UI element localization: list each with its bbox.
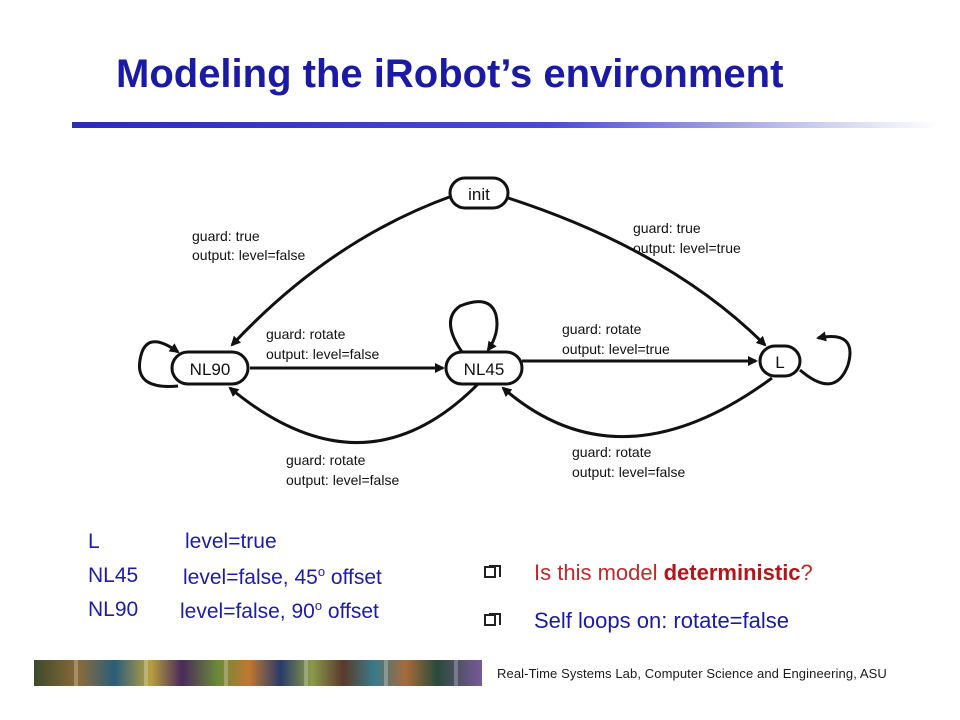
slide-title: Modeling the iRobot’s environment [116,52,784,96]
label-l-nl45-guard: guard: rotate [572,444,652,460]
self-loop-nl45 [449,300,499,353]
legend-value-nl90: level=false, 90o offset [180,598,379,623]
label-init-l-guard: guard: true [633,220,701,236]
legend-value-l: level=true [185,530,277,553]
bullet-deterministic-text: Is this model deterministic? [534,560,813,585]
checkbox-bullet-icon [484,613,501,626]
node-nl45: NL45 [444,350,524,386]
title-underline [72,122,938,128]
node-l-label: L [775,353,784,372]
legend-value-nl45: level=false, 45o offset [183,564,382,589]
node-nl90-label: NL90 [190,360,231,379]
checkbox-bullet-icon [484,565,501,578]
label-init-nl90-output: output: level=false [192,247,305,263]
self-loop-l [799,331,852,386]
node-nl90: NL90 [170,350,250,386]
self-loop-nl90 [137,340,180,388]
legend-key-l: L [88,530,100,553]
label-nl45-nl90-top-output: output: level=false [266,346,379,362]
label-nl45-nl90-bottom-guard: guard: rotate [286,452,366,468]
label-init-nl90-guard: guard: true [192,228,260,244]
edge-init-to-l [504,195,767,347]
legend-key-nl90: NL90 [88,598,139,621]
node-init-label: init [468,185,490,204]
footer-lab-name: Real-Time Systems Lab, Computer Science … [497,666,887,681]
edge-nl45-to-nl90 [228,380,482,444]
label-nl45-nl90-top-guard: guard: rotate [266,326,346,342]
node-nl45-label: NL45 [464,360,505,379]
label-nl45-l-output: output: level=true [562,341,670,357]
legend-key-nl45: NL45 [88,564,139,587]
edge-l-to-nl45 [501,376,773,438]
label-nl45-nl90-bottom-output: output: level=false [286,472,399,488]
label-init-l-output: output: level=true [633,240,741,256]
edge-init-to-nl90 [230,194,453,347]
node-init: init [448,176,510,210]
footer-image-strip [34,660,482,686]
node-l: L [758,344,802,378]
bullet-self-loops-text: Self loops on: rotate=false [534,608,789,633]
label-l-nl45-output: output: level=false [572,464,685,480]
label-nl45-l-guard: guard: rotate [562,321,642,337]
